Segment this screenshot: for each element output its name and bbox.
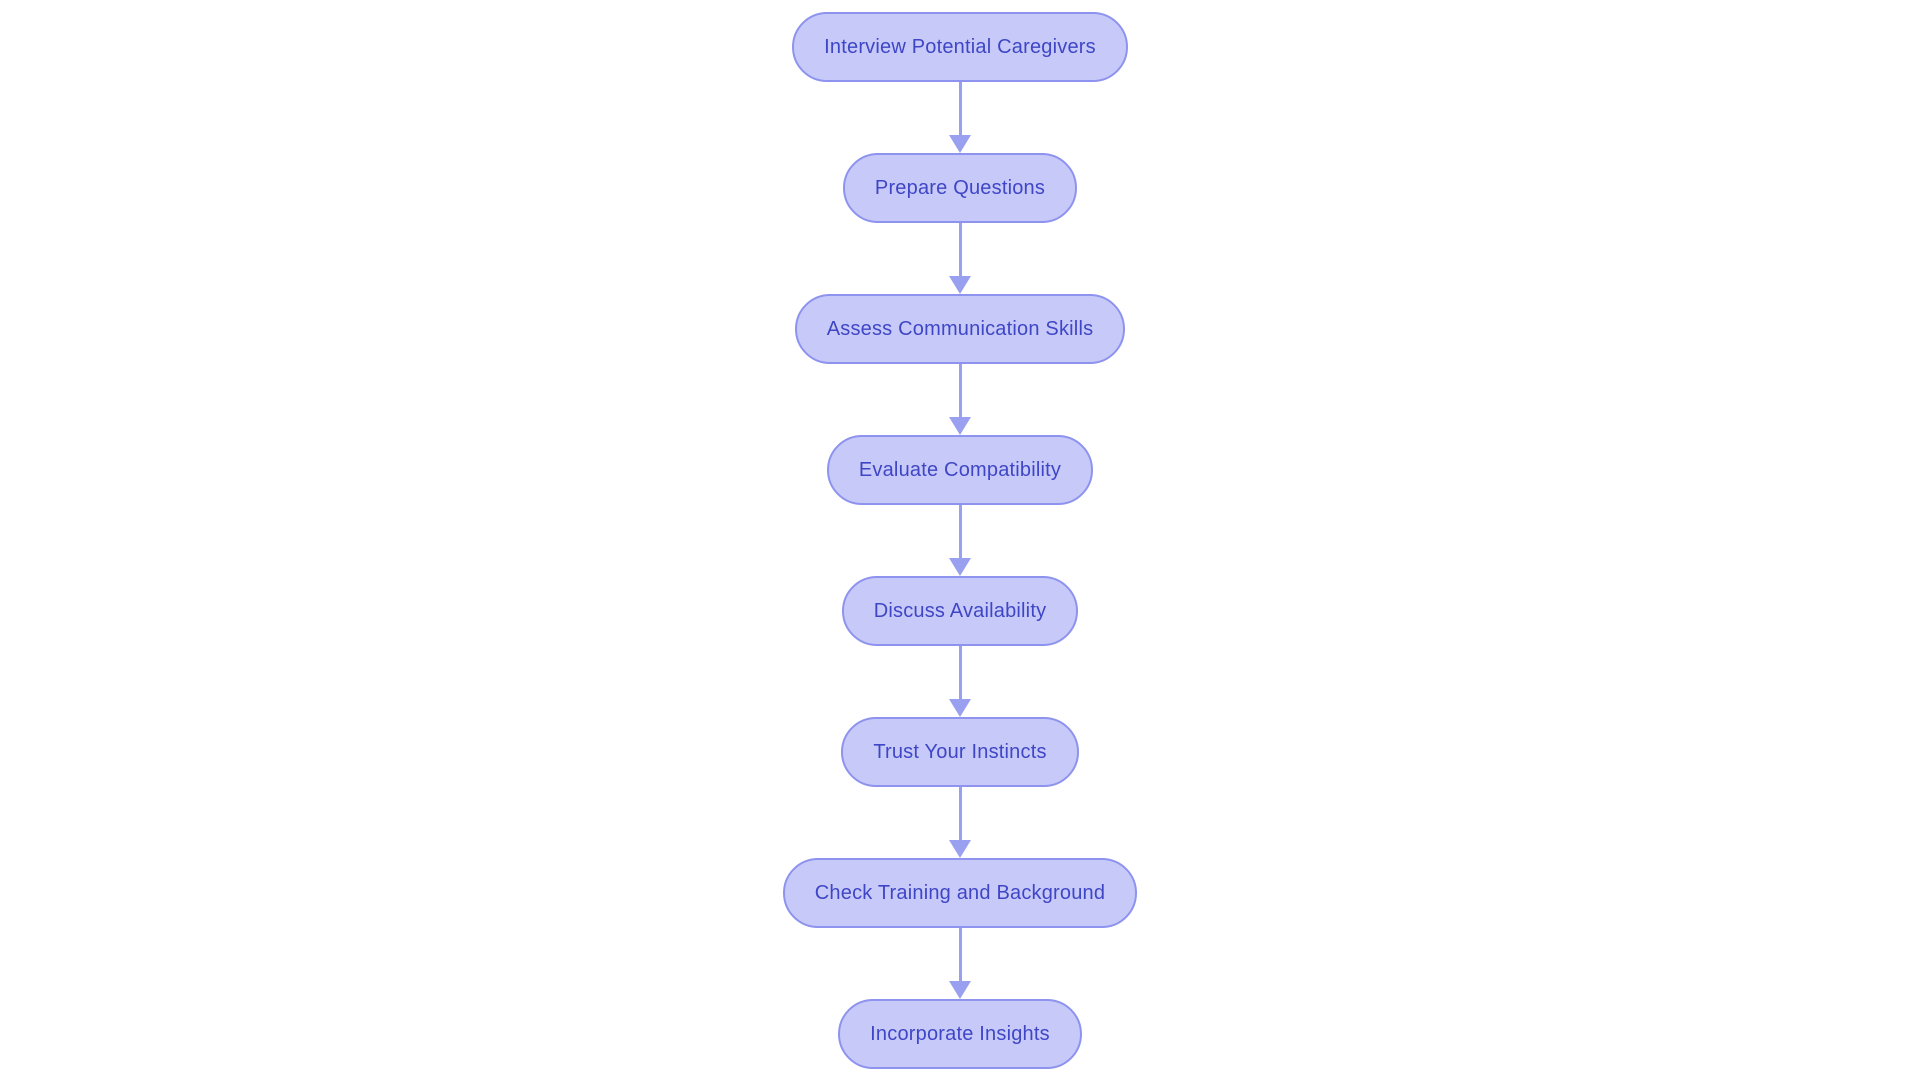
arrowhead-down-icon xyxy=(949,417,971,435)
arrowhead-down-icon xyxy=(949,135,971,153)
node-label: Evaluate Compatibility xyxy=(858,458,1062,481)
arrowhead-down-icon xyxy=(949,840,971,858)
node-label: Prepare Questions xyxy=(874,176,1046,199)
flow-arrow-2-3 xyxy=(948,223,972,294)
arrow-line xyxy=(958,505,962,559)
flow-arrow-6-7 xyxy=(948,787,972,858)
flow-arrow-1-2 xyxy=(948,82,972,153)
node-discuss-availability: Discuss Availability xyxy=(841,576,1079,646)
arrow-line xyxy=(958,646,962,700)
node-label: Assess Communication Skills xyxy=(826,317,1094,340)
node-prepare-questions: Prepare Questions xyxy=(842,153,1078,223)
node-interview-potential-caregivers: Interview Potential Caregivers xyxy=(792,12,1128,82)
arrow-line xyxy=(958,928,962,982)
node-label: Discuss Availability xyxy=(873,599,1047,622)
node-assess-communication-skills: Assess Communication Skills xyxy=(794,294,1126,364)
node-label: Interview Potential Caregivers xyxy=(824,35,1096,58)
node-trust-your-instincts: Trust Your Instincts xyxy=(841,717,1079,787)
arrow-line xyxy=(958,223,962,277)
flow-arrow-4-5 xyxy=(948,505,972,576)
node-label: Check Training and Background xyxy=(814,881,1106,904)
flow-arrow-7-8 xyxy=(948,928,972,999)
flowchart-column: Interview Potential Caregivers Prepare Q… xyxy=(0,12,1920,1069)
flow-arrow-3-4 xyxy=(948,364,972,435)
node-check-training-and-background: Check Training and Background xyxy=(782,858,1138,928)
flow-arrow-5-6 xyxy=(948,646,972,717)
arrowhead-down-icon xyxy=(949,558,971,576)
arrow-line xyxy=(958,787,962,841)
node-label: Trust Your Instincts xyxy=(873,740,1047,763)
node-label: Incorporate Insights xyxy=(870,1022,1050,1045)
arrow-line xyxy=(958,82,962,136)
node-incorporate-insights: Incorporate Insights xyxy=(838,999,1082,1069)
arrowhead-down-icon xyxy=(949,699,971,717)
arrowhead-down-icon xyxy=(949,981,971,999)
node-evaluate-compatibility: Evaluate Compatibility xyxy=(826,435,1094,505)
arrow-line xyxy=(958,364,962,418)
arrowhead-down-icon xyxy=(949,276,971,294)
